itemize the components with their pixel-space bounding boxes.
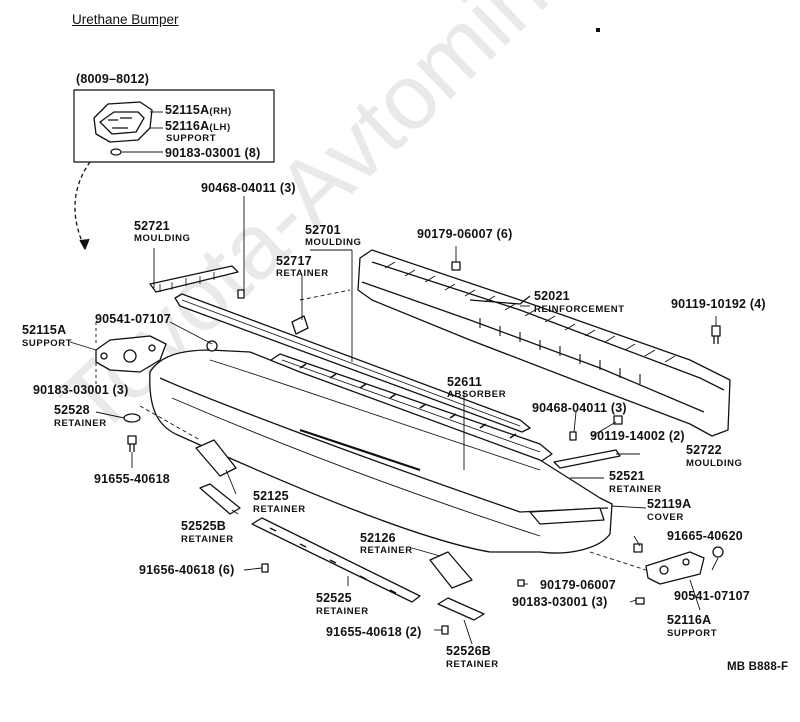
label-52021-name: REINFORCEMENT	[534, 304, 625, 315]
moulding-52721-drawing	[149, 265, 239, 293]
label-90541-right: 90541-07107	[674, 589, 750, 603]
bolt-90119-top	[711, 325, 721, 344]
label-52021: 52021	[534, 289, 570, 303]
reinforcement-drawing	[357, 249, 731, 437]
clip-91665-right	[633, 543, 643, 553]
nut-90179-bottom	[517, 579, 525, 587]
retainer-52125-drawing	[195, 439, 237, 477]
label-52525: 52525	[316, 591, 352, 605]
label-52701-name: MOULDING	[305, 237, 362, 248]
nut-90179-top	[451, 261, 461, 271]
inset-box	[73, 89, 275, 163]
inset-support-drawing	[93, 101, 153, 143]
label-90119-mid: 90119-14002 (2)	[590, 429, 685, 443]
bolt-91655-bottom	[441, 625, 449, 635]
label-90119-top: 90119-10192 (4)	[671, 297, 766, 311]
label-52116a: 52116A	[667, 613, 712, 627]
retainer-52526b-drawing	[437, 597, 485, 621]
clip-90183-bottom	[635, 597, 645, 605]
label-90179-top: 90179-06007 (6)	[417, 227, 513, 241]
retainer-52528-drawing	[123, 413, 141, 423]
mark-dot	[596, 28, 600, 32]
bolt-91655-left	[127, 435, 137, 452]
label-91665: 91665-40620	[667, 529, 743, 543]
inset-support-rh: 52115A(RH)	[165, 104, 232, 117]
retainer-52717-drawing	[291, 315, 309, 335]
clip-90541-left	[206, 340, 218, 352]
label-52721-name: MOULDING	[134, 233, 191, 244]
label-52116a-name: SUPPORT	[667, 628, 718, 639]
inset-support-lh: 52116A(LH)	[165, 120, 231, 133]
bolt-91656-left	[261, 563, 269, 573]
label-90468-top: 90468-04011 (3)	[201, 181, 296, 195]
label-90541-left: 90541-07107	[95, 312, 171, 326]
label-52528: 52528	[54, 403, 90, 417]
label-52525-name: RETAINER	[316, 606, 369, 617]
label-52119a: 52119A	[647, 497, 692, 511]
clip-90468-top	[237, 289, 245, 299]
label-90179-bottom: 90179-06007	[540, 578, 616, 592]
label-52701: 52701	[305, 223, 341, 237]
label-52115a-name: SUPPORT	[22, 338, 73, 349]
inset-arrow	[74, 161, 91, 247]
label-52717-name: RETAINER	[276, 268, 329, 279]
inset-support-lh-tag: (LH)	[209, 122, 231, 133]
label-52526b-name: RETAINER	[446, 659, 499, 670]
label-52525b: 52525B	[181, 519, 226, 533]
label-52722-name: MOULDING	[686, 458, 743, 469]
label-52126: 52126	[360, 531, 396, 545]
retainer-52126-drawing	[429, 551, 473, 589]
label-52521: 52521	[609, 469, 645, 483]
retainer-52525b-drawing	[199, 483, 241, 515]
diagram-title: Urethane Bumper	[72, 12, 179, 27]
moulding-52722-drawing	[553, 449, 621, 469]
label-52525b-name: RETAINER	[181, 534, 234, 545]
label-52521-name: RETAINER	[609, 484, 662, 495]
inset-support-lh-number: 52116A	[165, 119, 210, 133]
label-52126-name: RETAINER	[360, 545, 413, 556]
inset-bolt: 90183-03001 (8)	[165, 146, 261, 160]
label-91656: 91656-40618 (6)	[139, 563, 235, 577]
leader-lines	[69, 196, 719, 645]
clip-90541-right	[712, 546, 724, 558]
inset-support-name: SUPPORT	[166, 133, 217, 144]
support-52115a-drawing	[95, 335, 167, 373]
label-52119a-name: COVER	[647, 512, 684, 523]
label-52125-name: RETAINER	[253, 504, 306, 515]
label-91655-bottom: 91655-40618 (2)	[326, 625, 422, 639]
label-52528-name: RETAINER	[54, 418, 107, 429]
label-52717: 52717	[276, 254, 312, 268]
bumper-cover-drawing	[149, 349, 613, 554]
label-90183-left: 90183-03001 (3)	[33, 383, 129, 397]
inset-range: (8009–8012)	[76, 72, 150, 86]
support-52116a-drawing	[645, 551, 705, 585]
label-52611-name: ABSORBER	[447, 389, 507, 400]
clip-90468-mid	[569, 431, 577, 441]
inset-support-rh-number: 52115A	[165, 103, 210, 117]
label-91655-left: 91655-40618	[94, 472, 170, 486]
retainer-52525-drawing	[251, 517, 421, 603]
diagram-code: MB B888-F	[727, 661, 789, 673]
label-52611: 52611	[447, 375, 483, 389]
inset-support-rh-tag: (RH)	[209, 106, 232, 117]
label-52115a: 52115A	[22, 323, 67, 337]
label-52721: 52721	[134, 219, 170, 233]
label-52722: 52722	[686, 443, 722, 457]
label-90468-mid: 90468-04011 (3)	[532, 401, 627, 415]
label-52125: 52125	[253, 489, 289, 503]
label-52526b: 52526B	[446, 644, 491, 658]
label-90183-bottom: 90183-03001 (3)	[512, 595, 608, 609]
